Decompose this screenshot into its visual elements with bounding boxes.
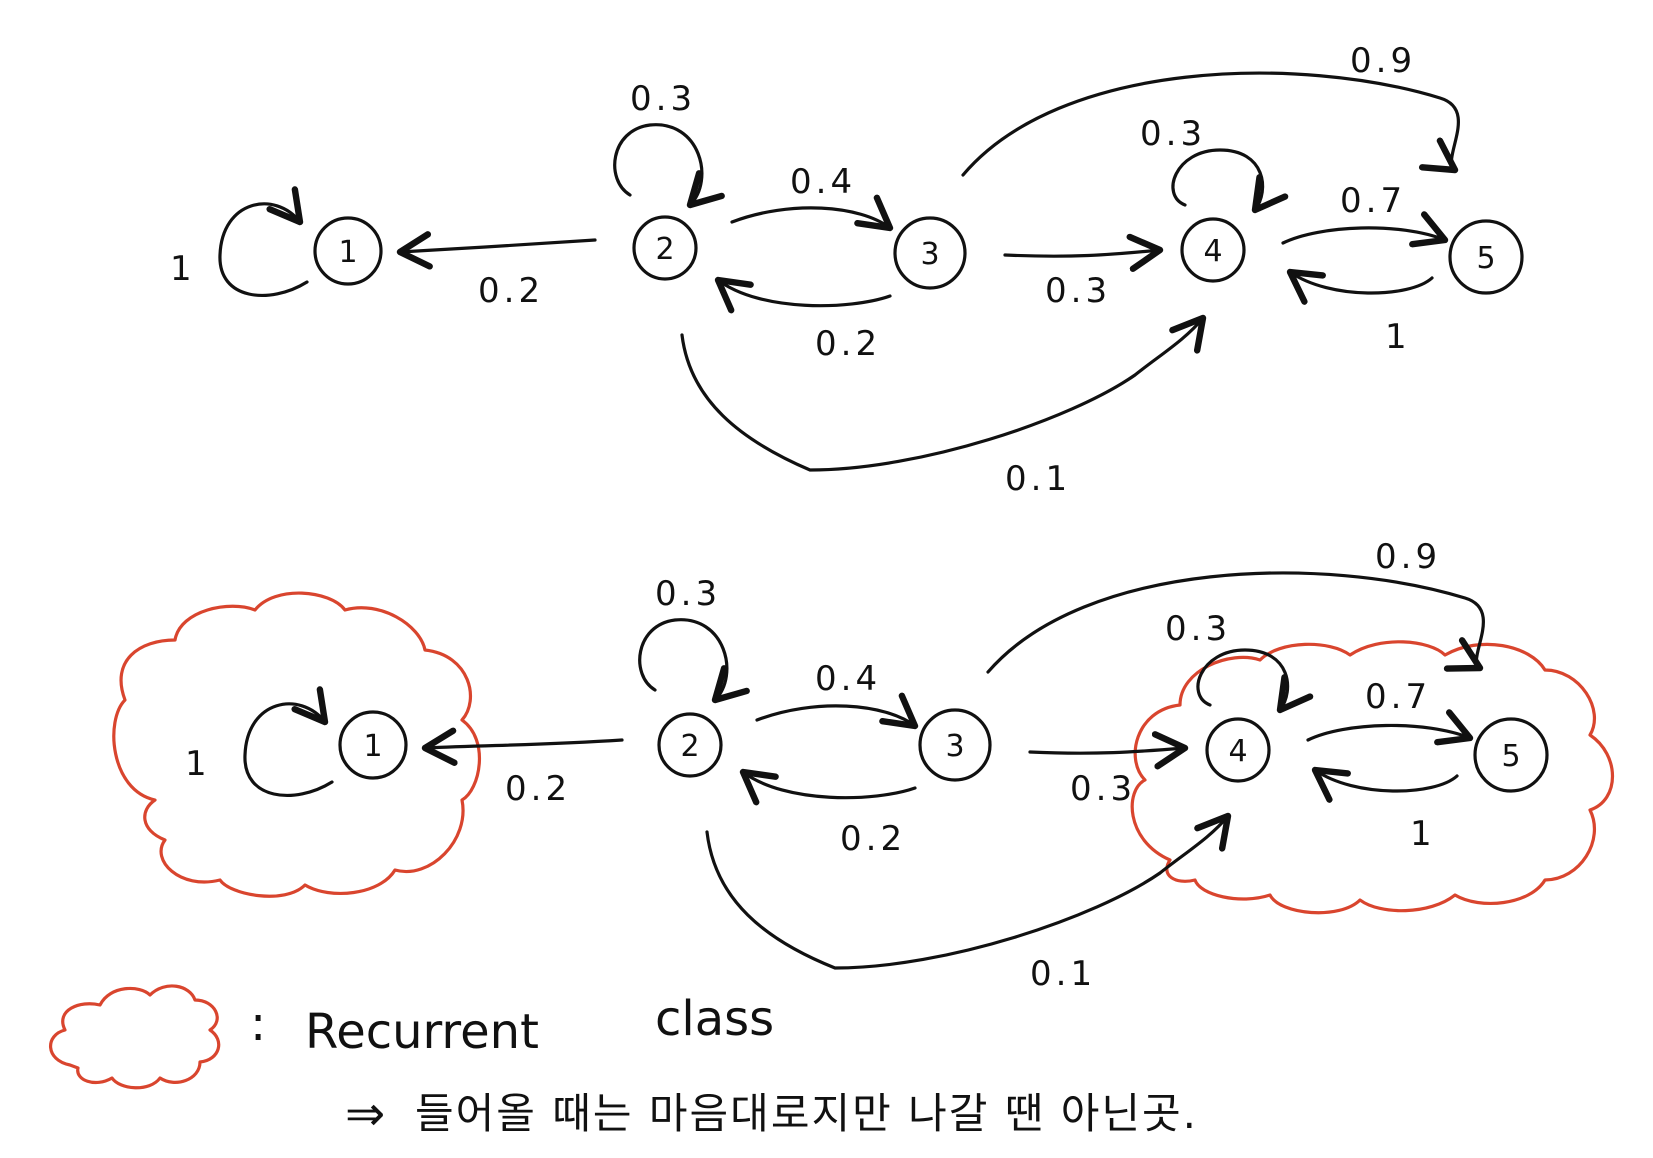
top-edge-1-1 <box>218 186 309 297</box>
bottom-edge-label-1-1: 1 <box>185 744 211 784</box>
top-edge-2-1 <box>396 231 597 270</box>
bottom-edge-label-2-3: 0.4 <box>815 659 881 699</box>
top-edge-label-4-4: 0.3 <box>1140 114 1206 154</box>
top-edge-4-5 <box>1281 211 1449 248</box>
svg-text:3: 3 <box>945 729 964 764</box>
bottom-node-1: 1 <box>338 710 408 780</box>
legend-note-arrow: ⇒ <box>345 1086 385 1142</box>
svg-text:5: 5 <box>1476 241 1495 276</box>
top-node-5: 5 <box>1448 219 1524 295</box>
bottom-node-5: 5 <box>1473 717 1549 793</box>
top-node-3: 3 <box>893 216 967 290</box>
recurrent-class-cloud-2 <box>1130 640 1614 915</box>
top-edge-label-2-3: 0.4 <box>790 162 856 202</box>
bottom-edge-1-1 <box>243 686 334 797</box>
svg-text:5: 5 <box>1501 739 1520 774</box>
bottom-edge-label-4-4: 0.3 <box>1165 609 1231 649</box>
legend-label-2: class <box>655 991 774 1047</box>
top-edge-label-5-4: 1 <box>1385 317 1411 357</box>
top-edge-label-2-1: 0.2 <box>478 271 544 311</box>
legend-cloud-icon <box>49 984 221 1090</box>
bottom-edge-label-4-5: 0.7 <box>1365 677 1431 717</box>
top-edge-3-4 <box>1003 233 1164 272</box>
recurrent-class-cloud-1 <box>112 591 482 898</box>
bottom-edge-2-1 <box>421 727 624 766</box>
top-edge-2-3 <box>730 194 894 232</box>
svg-text:3: 3 <box>920 237 939 272</box>
top-edge-label-1-1: 1 <box>170 249 196 289</box>
top-edge-3-2 <box>714 276 892 314</box>
top-node-1: 1 <box>313 216 383 286</box>
bottom-edge-label-3-2: 0.2 <box>840 819 906 859</box>
top-edge-label-2-2: 0.3 <box>630 79 696 119</box>
bottom-edge-label-5-4: 1 <box>1410 814 1436 854</box>
svg-text:4: 4 <box>1203 234 1222 269</box>
top-edge-label-4-5: 0.7 <box>1340 181 1406 221</box>
svg-text:1: 1 <box>338 235 357 270</box>
legend: : Recurrent class ⇒ 들어올 때는 마음대로지만 나갈 땐 아… <box>49 984 1198 1142</box>
svg-text:2: 2 <box>655 232 674 267</box>
bottom-node-4: 4 <box>1205 717 1271 783</box>
top-edge-label-3-5: 0.9 <box>1350 41 1416 81</box>
top-edge-label-3-4: 0.3 <box>1045 271 1111 311</box>
bottom-node-3: 3 <box>918 708 992 782</box>
legend-note: 들어올 때는 마음대로지만 나갈 땐 아닌곳. <box>415 1089 1198 1138</box>
svg-text:2: 2 <box>680 729 699 764</box>
top-edge-2-2 <box>613 123 725 209</box>
top-edge-label-3-2: 0.2 <box>815 324 881 364</box>
svg-text:1: 1 <box>363 729 382 764</box>
bottom-edge-2-2 <box>638 618 750 704</box>
top-diagram: 1 2 3 4 5 1 0.3 0.2 0.4 0.2 0.3 <box>170 41 1524 499</box>
bottom-edge-label-2-2: 0.3 <box>655 574 721 614</box>
bottom-edge-5-4 <box>1311 766 1459 803</box>
bottom-node-2: 2 <box>657 712 723 778</box>
top-edge-label-2-4: 0.1 <box>1005 459 1071 499</box>
top-edge-2-4 <box>680 314 1207 472</box>
bottom-edge-label-3-4: 0.3 <box>1070 769 1136 809</box>
top-node-2: 2 <box>632 215 698 281</box>
legend-label: Recurrent <box>305 1004 539 1060</box>
bottom-edge-3-4 <box>1028 731 1189 770</box>
svg-text:4: 4 <box>1228 734 1247 769</box>
bottom-edge-label-3-5: 0.9 <box>1375 537 1441 577</box>
bottom-edge-4-4 <box>1196 648 1314 714</box>
bottom-edge-label-2-4: 0.1 <box>1030 954 1096 994</box>
bottom-edge-3-2 <box>739 768 917 806</box>
bottom-edge-2-4 <box>705 812 1232 970</box>
bottom-edge-label-2-1: 0.2 <box>505 769 571 809</box>
top-edge-4-4 <box>1171 148 1289 214</box>
bottom-edge-3-5 <box>986 571 1485 674</box>
top-edge-3-5 <box>961 71 1460 177</box>
bottom-edge-2-3 <box>755 692 919 730</box>
top-node-4: 4 <box>1180 217 1246 283</box>
bottom-edge-4-5 <box>1306 709 1474 746</box>
legend-colon: : <box>250 996 266 1052</box>
bottom-diagram: 1 2 3 4 5 1 0.3 0.2 0.4 0.2 0.3 <box>112 537 1614 994</box>
top-edge-5-4 <box>1286 268 1434 305</box>
